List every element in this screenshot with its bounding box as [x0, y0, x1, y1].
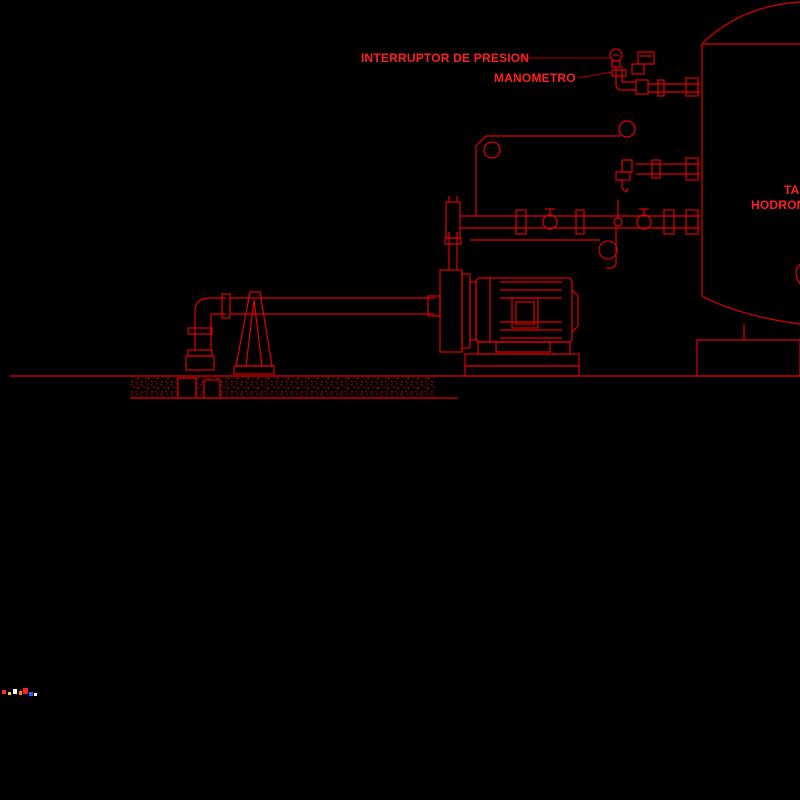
pressure-switch-assembly	[609, 48, 700, 97]
color-swatches	[2, 688, 37, 696]
centrifugal-pump	[427, 269, 477, 353]
hydropneumatic-tank	[696, 1, 800, 377]
label-tank-line2: HODRON	[751, 198, 800, 212]
label-pressure-switch: INTERRUPTOR DE PRESION	[361, 51, 530, 65]
leader-gauge	[577, 71, 613, 79]
foot-valve-pit	[177, 377, 197, 399]
pipe-support-cone	[233, 291, 275, 375]
motor-base	[464, 341, 580, 377]
discharge-riser	[444, 196, 462, 270]
discharge-header	[460, 200, 700, 235]
label-pressure-gauge: MANOMETRO	[494, 71, 576, 85]
bypass-loop	[470, 120, 636, 269]
suction-pipe	[230, 297, 435, 315]
suction-elbow	[185, 293, 231, 371]
tank-mid-nozzle	[615, 157, 700, 194]
gravel-bed	[130, 377, 435, 397]
label-tank-line1: TA	[784, 183, 800, 197]
electric-motor	[475, 277, 579, 343]
